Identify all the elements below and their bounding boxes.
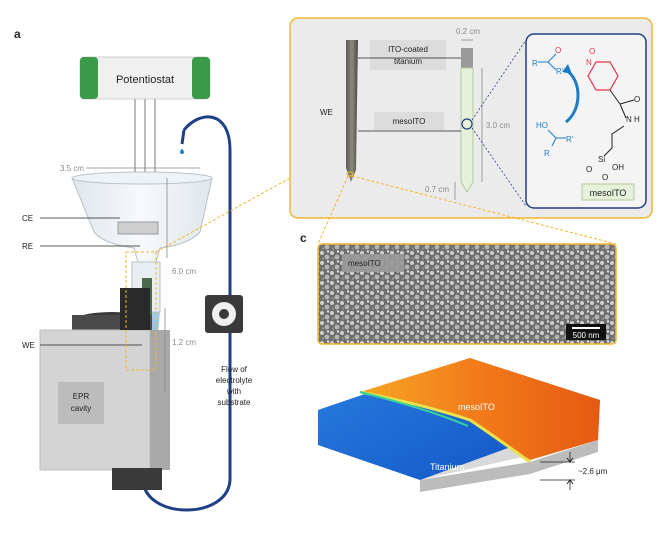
atom-r1: R <box>532 59 538 68</box>
dim-0-2cm: 0.2 cm <box>456 27 480 36</box>
dim-1-2cm: 1.2 cm <box>172 338 196 347</box>
atom-o-si2: O <box>602 173 608 182</box>
meso-label: mesoITO <box>393 117 426 126</box>
atom-si: Si <box>598 155 605 164</box>
flow-label-2: electrolyte <box>216 376 253 385</box>
ito-label-1: ITO-coated <box>388 45 428 54</box>
atom-oh: OH <box>612 163 624 172</box>
atom-ho: HO <box>536 121 548 130</box>
label-ce: CE <box>22 214 33 223</box>
atom-o-amide: O <box>634 95 640 104</box>
atom-n-amide: N <box>626 115 632 124</box>
step-height-label: ~2.6 μm <box>578 467 608 476</box>
panel-a-letter: a <box>14 27 21 41</box>
flow-label-4: substrate <box>218 398 251 407</box>
label-re: RE <box>22 242 33 251</box>
atom-o1: O <box>555 46 561 55</box>
dim-0-7cm: 0.7 cm <box>425 185 449 194</box>
peristaltic-pump <box>205 295 243 333</box>
atom-r4: R' <box>566 135 574 144</box>
atom-o-si1: O <box>586 165 592 174</box>
surface-titanium-label: Titanium <box>430 462 464 472</box>
ito-titanium-top <box>461 48 473 68</box>
counter-electrode-mesh <box>118 222 158 234</box>
atom-n: N <box>586 58 592 67</box>
epr-label-1: EPR <box>73 392 90 401</box>
dim-3-5cm: 3.5 cm <box>60 164 84 173</box>
atom-r3: R <box>544 149 550 158</box>
potentiostat-box: Potentiostat <box>80 57 210 99</box>
atom-o-radical: O <box>589 47 595 56</box>
mesoito-strip <box>461 68 473 192</box>
epr-label-2: cavity <box>71 404 91 413</box>
sem-mesoito-label: mesoITO <box>348 259 381 268</box>
epr-cavity: EPR cavity <box>40 288 170 490</box>
dim-6-0cm: 6.0 cm <box>172 267 196 276</box>
atom-h-amide: H <box>634 115 640 124</box>
potentiostat-label: Potentiostat <box>116 74 174 86</box>
chem-mesoito-label: mesoITO <box>590 188 627 198</box>
panel-c-letter: c <box>300 231 307 245</box>
label-we: WE <box>22 341 35 350</box>
scale-bar-label: 500 nm <box>573 331 600 340</box>
dim-3-0cm: 3.0 cm <box>486 121 510 130</box>
flow-label-3: with <box>226 387 241 396</box>
b-we-label: WE <box>320 108 333 117</box>
droplet-icon <box>180 149 184 154</box>
surface-mesoito-label: mesoITO <box>458 402 495 412</box>
flow-label-1: Flow of <box>221 365 248 374</box>
